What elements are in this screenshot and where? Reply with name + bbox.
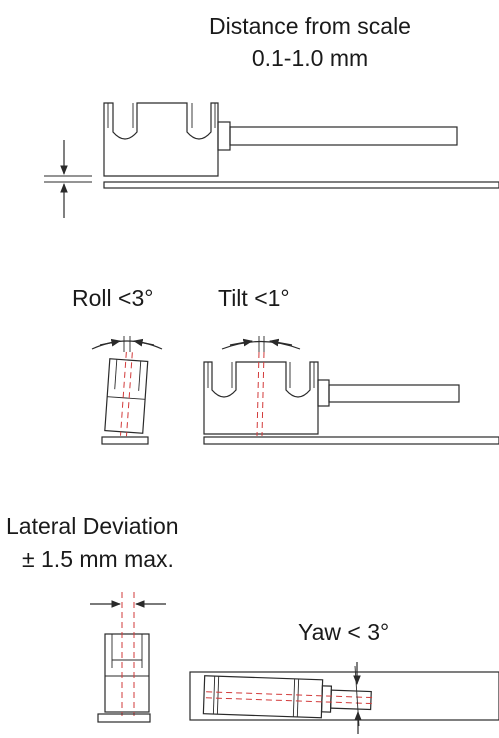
- distance-diagram: [44, 102, 499, 218]
- distance-title: Distance from scale: [209, 13, 411, 39]
- yaw-label: Yaw < 3°: [298, 619, 390, 645]
- cable-collar: [217, 121, 231, 151]
- yaw-diagram: [189, 662, 499, 734]
- lateral-value: ± 1.5 mm max.: [22, 546, 174, 572]
- lateral-scale-end: [97, 713, 151, 723]
- roll-label: Roll <3°: [72, 285, 154, 311]
- tilt-diagram: [203, 336, 499, 445]
- lateral-title: Lateral Deviation: [6, 513, 179, 539]
- yaw-scale-top-view: [189, 671, 499, 721]
- tilt-cable: [328, 384, 460, 403]
- tilt-label: Tilt <1°: [218, 285, 290, 311]
- distance-value: 0.1-1.0 mm: [251, 45, 369, 71]
- sensor-head: [103, 102, 219, 177]
- lateral-diagram: [90, 592, 166, 723]
- cable: [229, 126, 458, 146]
- yaw-sensor-top-view: [202, 675, 377, 719]
- tilt-scale-tape: [203, 436, 499, 445]
- lateral-sensor-end-view: [104, 633, 150, 713]
- roll-diagram: [91, 336, 163, 445]
- scale-tape: [103, 181, 499, 189]
- roll-sensor-end-view: [104, 351, 149, 437]
- roll-scale-end: [101, 436, 149, 445]
- tilt-arc: [221, 340, 301, 350]
- tilt-sensor-head: [203, 361, 319, 435]
- roll-arc: [91, 340, 163, 350]
